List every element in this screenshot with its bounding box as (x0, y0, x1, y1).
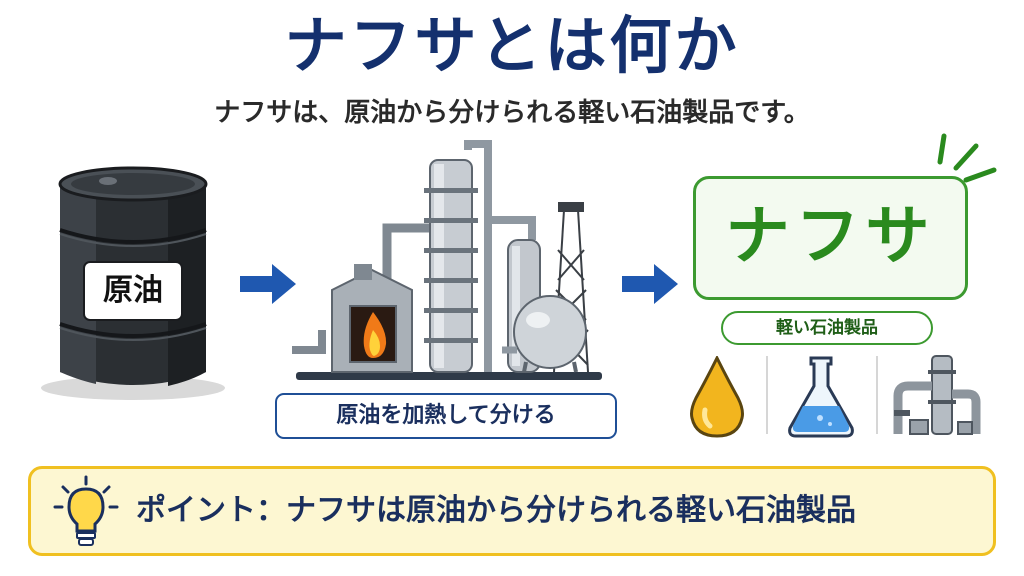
barrel-label: 原油 (103, 273, 163, 308)
page-subtitle: ナフサは、原油から分けられる軽い石油製品です。 (214, 98, 810, 128)
piping-icon (893, 355, 981, 435)
refinery-icon (292, 140, 602, 380)
arrow-right-icon (622, 264, 678, 304)
refinery-illustration (292, 140, 612, 390)
naphtha-label-box: ナフサ (693, 176, 968, 300)
barrel-icon (41, 166, 225, 400)
icon-divider (876, 356, 878, 434)
product-type-tag: 軽い石油製品 (721, 311, 933, 345)
arrow-right-icon (240, 264, 296, 304)
icon-divider (766, 356, 768, 434)
flask-icon (788, 356, 854, 438)
sparkle-icon (937, 133, 997, 183)
crude-oil-barrel: 原油 (38, 162, 228, 402)
refinery-caption: 原油を加熱して分ける (275, 393, 617, 439)
page-title: ナフサとは何か (284, 9, 740, 82)
lightbulb-icon (53, 475, 119, 546)
key-point-banner: ポイント：ナフサは原油から分けられる軽い石油製品 (28, 466, 996, 556)
key-point-text: ポイント：ナフサは原油から分けられる軽い石油製品 (136, 493, 856, 528)
oil-drop-icon (690, 356, 744, 438)
